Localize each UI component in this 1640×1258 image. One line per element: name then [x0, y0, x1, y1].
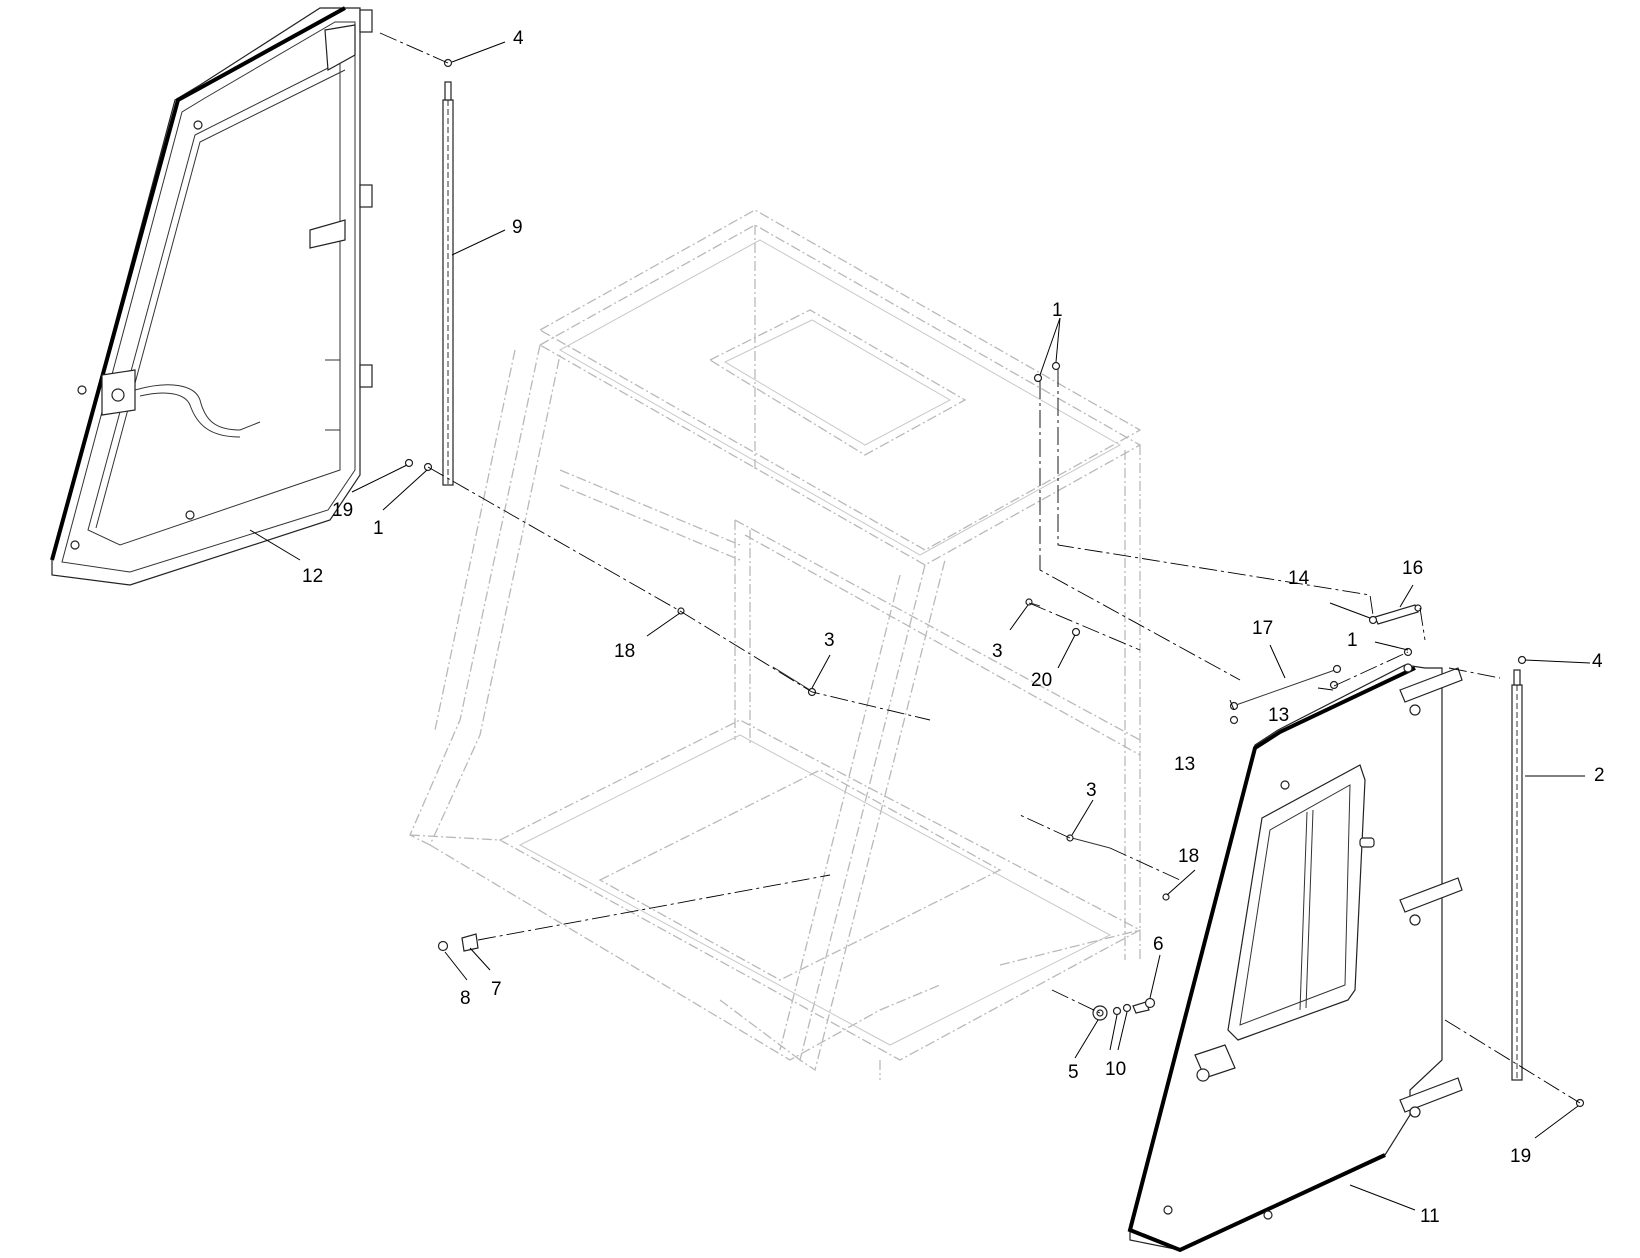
cab-frame-phantom: [409, 209, 1142, 1080]
callout-18-right: 18: [1178, 846, 1199, 867]
callout-1-top: 1: [1052, 300, 1063, 321]
callout-13-b: 13: [1268, 705, 1289, 726]
callout-19-left: 19: [332, 500, 353, 521]
callout-4-right: 4: [1592, 651, 1603, 672]
callout-4-top: 4: [513, 28, 524, 49]
left-hinge-strip: [404, 58, 454, 486]
callout-3-right: 3: [992, 641, 1003, 662]
callout-12: 12: [302, 566, 323, 587]
callout-2: 2: [1594, 765, 1605, 786]
leader-lines: [249, 41, 1591, 1211]
callout-1-left: 1: [373, 518, 384, 539]
callout-16: 16: [1402, 558, 1423, 579]
callout-5: 5: [1068, 1062, 1079, 1083]
callout-20: 20: [1031, 670, 1052, 691]
callout-14: 14: [1288, 568, 1310, 589]
callout-7: 7: [491, 979, 502, 1000]
gas-strut-and-rod: [1229, 604, 1422, 725]
callout-17: 17: [1252, 618, 1273, 639]
callout-1-right: 1: [1347, 630, 1358, 651]
callout-19-right: 19: [1510, 1146, 1531, 1167]
callout-8: 8: [460, 988, 471, 1009]
left-door-assembly: [50, 6, 373, 586]
callout-6: 6: [1153, 934, 1164, 955]
callout-18-left: 18: [614, 641, 635, 662]
callout-11: 11: [1420, 1206, 1440, 1227]
callout-3-low: 3: [1086, 780, 1097, 801]
callout-10: 10: [1105, 1059, 1126, 1080]
assembly-centerlines: [379, 32, 1581, 1104]
callout-labels: 4 9 19 1 12 1 14 16 17 1 4 18 3 3 20 13 …: [302, 28, 1605, 1227]
right-door-assembly: [1127, 663, 1463, 1253]
callout-13-a: 13: [1174, 754, 1195, 775]
right-hinge-strip: [1511, 655, 1585, 1108]
callout-3-mid: 3: [824, 630, 835, 651]
callout-9: 9: [512, 217, 523, 238]
hardware-items: [437, 361, 1170, 1021]
